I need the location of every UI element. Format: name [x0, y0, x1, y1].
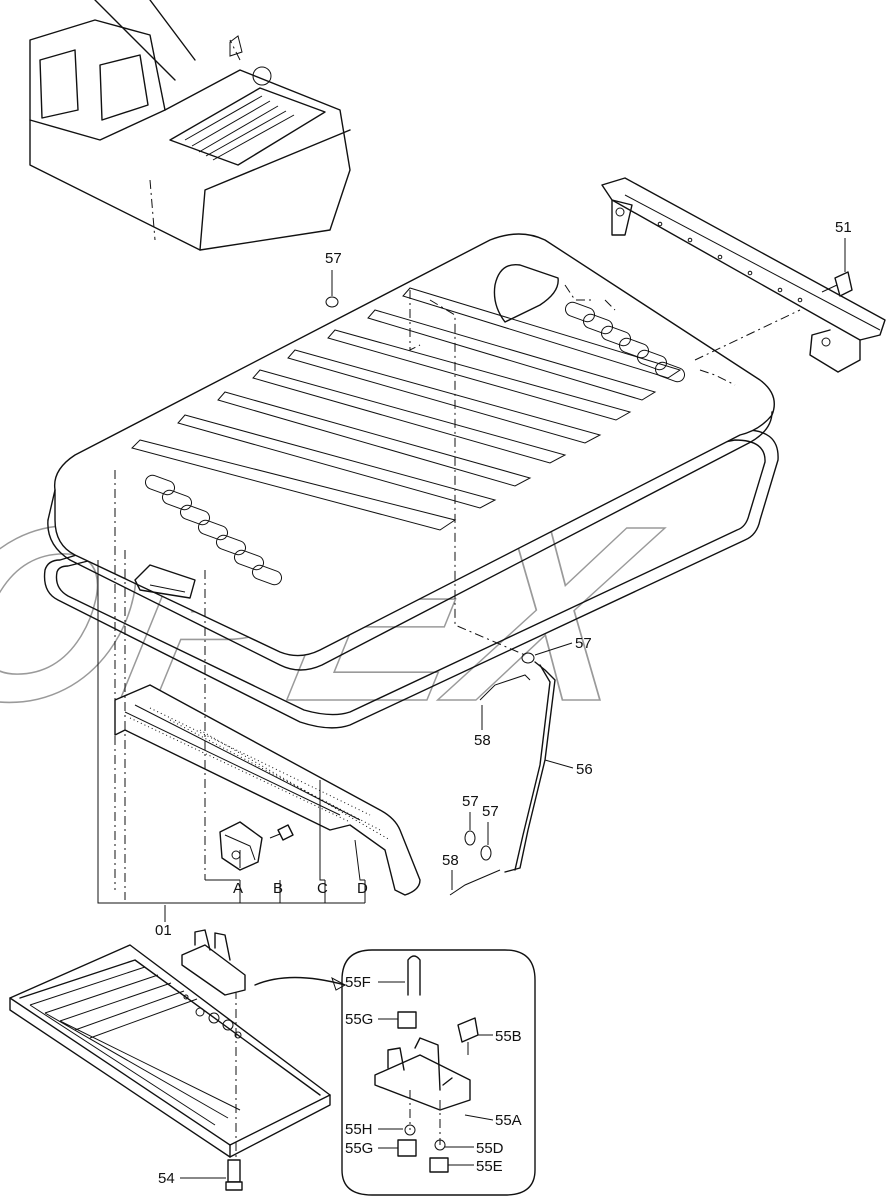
- hinge-bracket: [601, 177, 886, 373]
- callout-58-upper: 58: [474, 732, 491, 749]
- bolt-54: [225, 1159, 243, 1191]
- excavator-overview-drawing: [29, 0, 351, 251]
- callout-55g-top: 55G: [345, 1011, 373, 1028]
- callout-55f: 55F: [345, 974, 371, 991]
- vent-panel: [9, 944, 331, 1160]
- callout-55e: 55E: [476, 1158, 503, 1175]
- callout-57-lower-left: 57: [462, 793, 479, 810]
- callout-sub-d: D: [357, 880, 368, 897]
- callout-54: 54: [158, 1170, 175, 1187]
- callout-56: 56: [576, 761, 593, 778]
- callout-57-right: 57: [575, 635, 592, 652]
- callout-labels: 51 57 57 58 56 57 57 58 A B C D 01 54 55…: [155, 219, 852, 1187]
- callout-51: 51: [835, 219, 852, 236]
- callout-55a: 55A: [495, 1112, 522, 1129]
- assembly-leader-lines: [97, 284, 801, 904]
- detail-callout-arrow: [254, 976, 346, 986]
- callout-55b: 55B: [495, 1028, 522, 1045]
- callout-58-lower: 58: [442, 852, 459, 869]
- callout-57-top: 57: [325, 250, 342, 267]
- callout-sub-a: A: [233, 880, 243, 897]
- callout-01: 01: [155, 922, 172, 939]
- callout-sub-b: B: [273, 880, 283, 897]
- latch-bracket: [219, 821, 294, 871]
- lock-detail-view: [341, 949, 536, 1196]
- foam-seal-strip: [114, 684, 421, 896]
- engine-hood-cover: [43, 233, 779, 729]
- washer-57: [325, 296, 535, 861]
- bolt-51: [821, 271, 853, 297]
- callout-sub-c: C: [317, 880, 328, 897]
- lock-bracket-small: [181, 929, 246, 996]
- callout-55h: 55H: [345, 1121, 373, 1138]
- callout-55d: 55D: [476, 1140, 504, 1157]
- callout-55g-bottom: 55G: [345, 1140, 373, 1157]
- callout-57-lower-right: 57: [482, 803, 499, 820]
